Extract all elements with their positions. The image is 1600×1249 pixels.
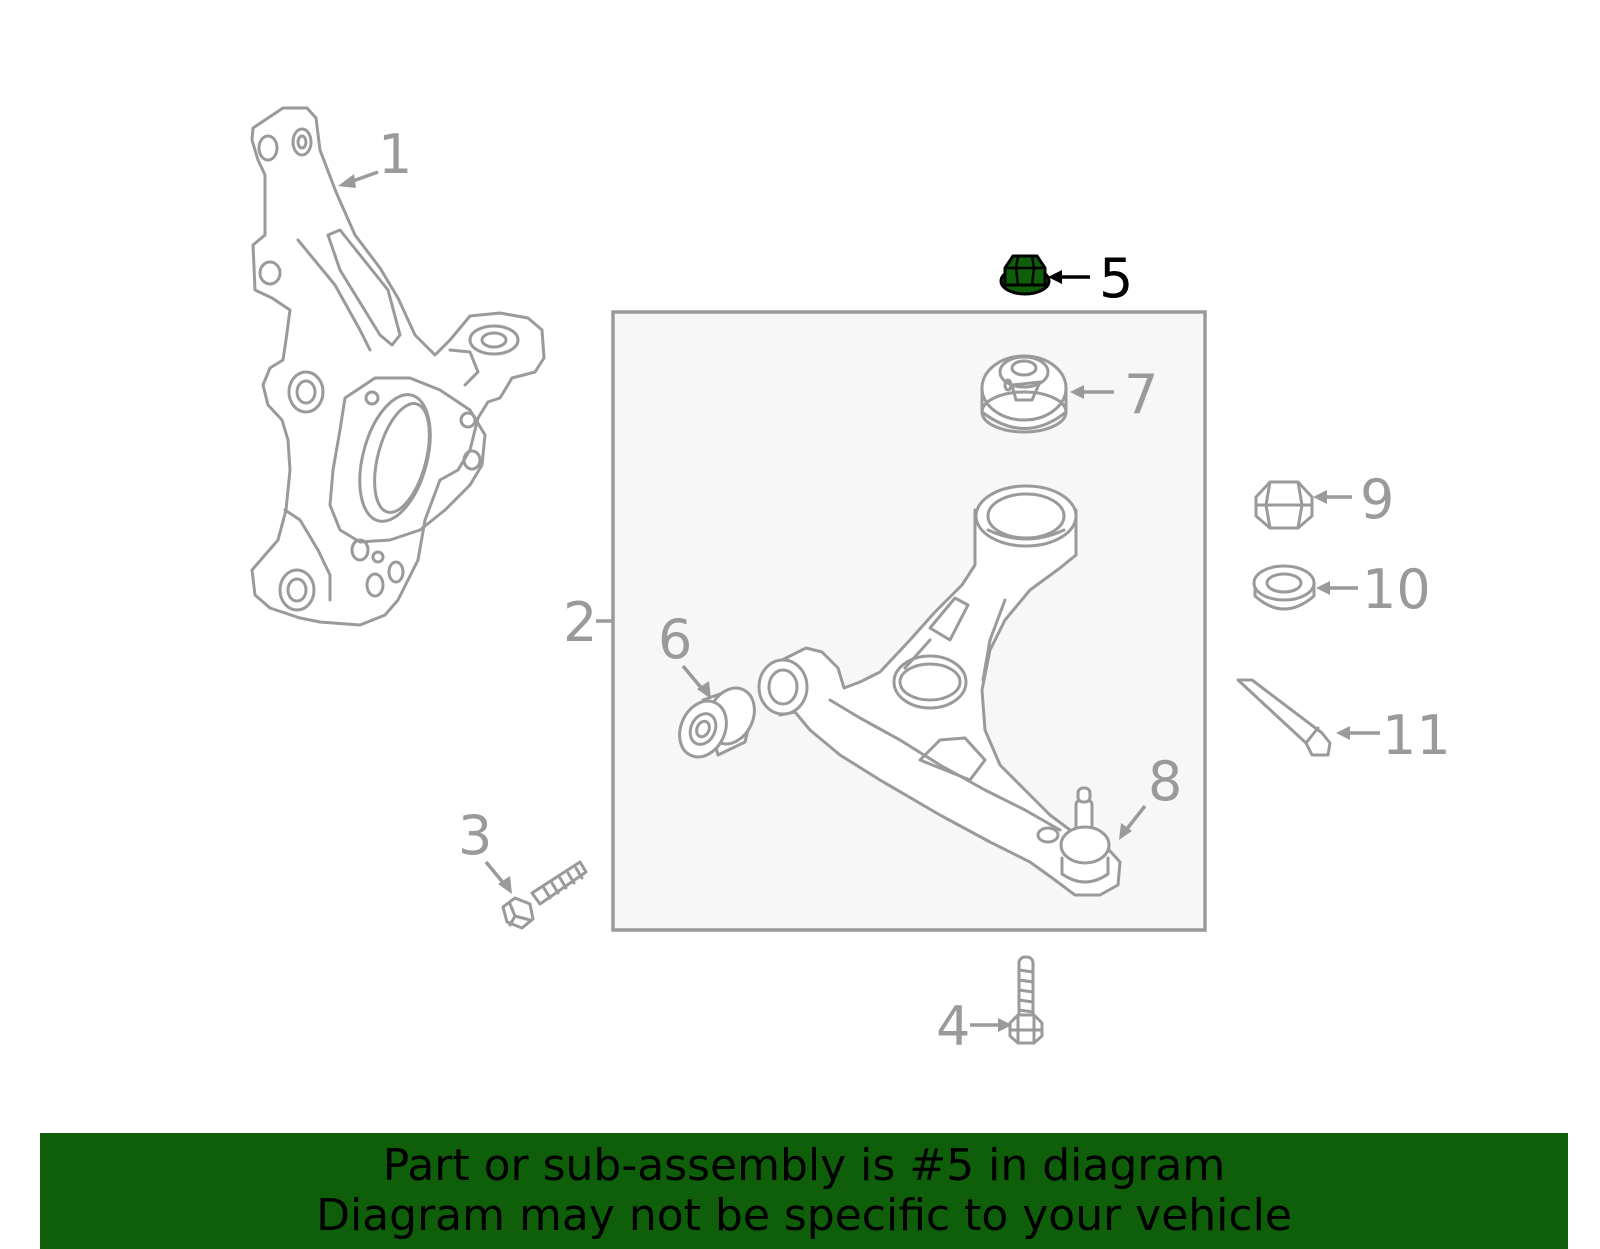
callout-7: 7 — [1070, 363, 1158, 426]
callout-6: 6 — [658, 608, 711, 699]
callout-11-label: 11 — [1382, 704, 1451, 767]
banner-line-2: Diagram may not be specific to your vehi… — [316, 1190, 1292, 1241]
part-11-cotter-pin[interactable] — [1236, 678, 1332, 757]
callout-4: 4 — [936, 995, 1012, 1058]
part-3-bolt[interactable] — [501, 860, 588, 930]
part-7-bushing[interactable] — [980, 354, 1068, 434]
callout-6-label: 6 — [658, 608, 692, 671]
part-5-nut[interactable] — [999, 254, 1051, 296]
part-1-knuckle[interactable] — [250, 106, 546, 627]
callout-10-label: 10 — [1362, 558, 1431, 621]
callout-3-label: 3 — [458, 804, 492, 867]
callout-3: 3 — [458, 804, 512, 894]
callout-8: 8 — [1119, 750, 1182, 840]
info-banner: Part or sub-assembly is #5 in diagram Di… — [40, 1133, 1568, 1249]
callout-9: 9 — [1313, 468, 1394, 531]
callout-5: 5 — [1048, 247, 1133, 310]
callout-8-label: 8 — [1148, 750, 1182, 813]
callout-4-label: 4 — [936, 995, 970, 1058]
callout-1: 1 — [338, 123, 412, 188]
control-arm — [757, 484, 1122, 897]
callout-2: 2 — [563, 591, 612, 654]
banner-line-1: Part or sub-assembly is #5 in diagram — [382, 1140, 1226, 1191]
callout-1-label: 1 — [378, 123, 412, 186]
part-10-washer[interactable] — [1252, 564, 1316, 611]
part-4-bolt[interactable] — [1008, 955, 1044, 1045]
callout-11: 11 — [1336, 704, 1451, 767]
callout-2-label: 2 — [563, 591, 597, 654]
callout-10: 10 — [1316, 558, 1431, 621]
part-8-ball-joint[interactable] — [1036, 786, 1111, 884]
assembly-box — [611, 310, 1207, 932]
part-9-nut[interactable] — [1254, 480, 1314, 530]
callout-7-label: 7 — [1124, 363, 1158, 426]
callout-9-label: 9 — [1360, 468, 1394, 531]
part-6-bushing[interactable] — [671, 680, 763, 764]
callout-5-label: 5 — [1099, 247, 1133, 310]
